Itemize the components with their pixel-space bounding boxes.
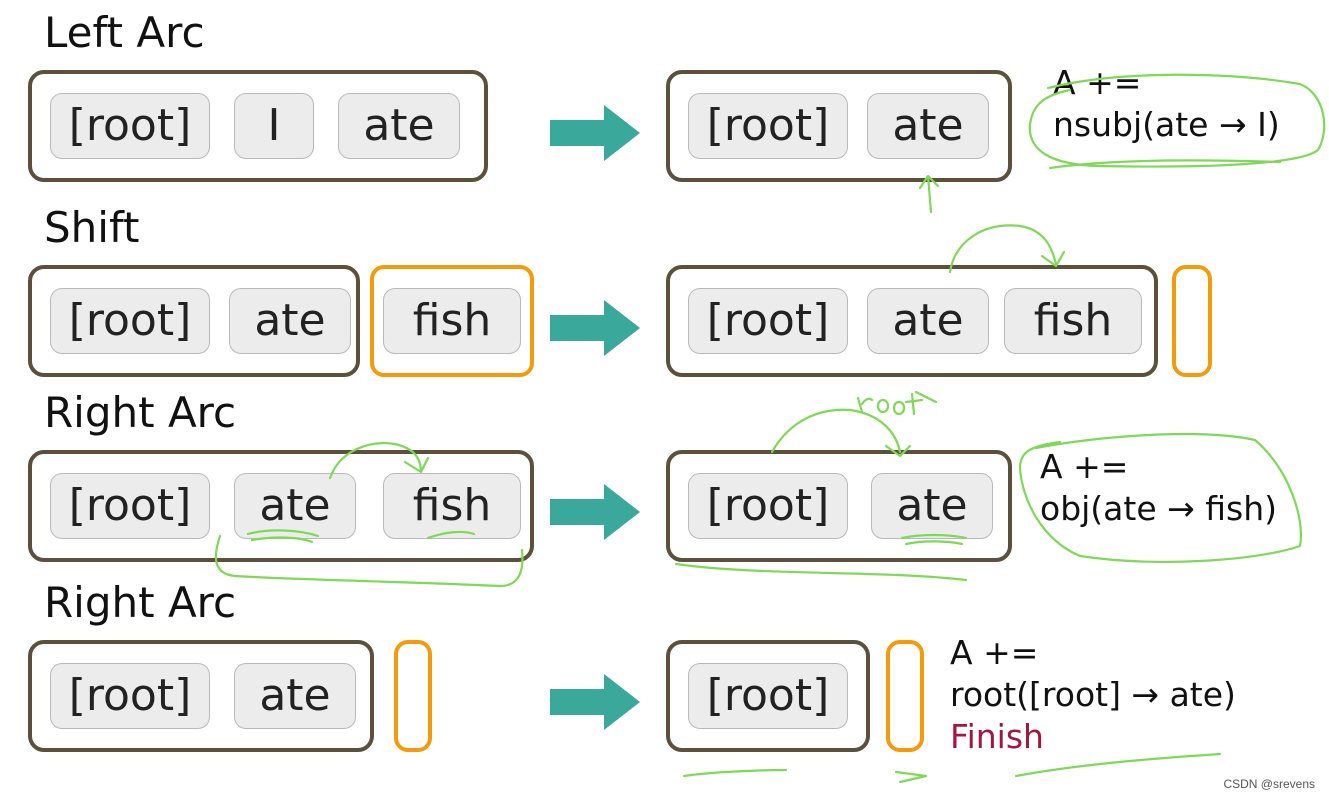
annotation-arrow <box>894 770 928 784</box>
finish-label: Finish <box>950 717 1044 756</box>
arc-label: A += root([root] → ate) Finish <box>950 632 1236 758</box>
token-ate: ate <box>234 473 356 539</box>
annotation-stroke <box>674 562 968 582</box>
transition-arrow-icon <box>550 674 640 730</box>
stack-box <box>28 70 488 182</box>
token-ate: ate <box>234 663 356 729</box>
token-fish: fish <box>1004 288 1142 354</box>
annotation-text-root <box>856 390 938 416</box>
token-ate: ate <box>338 93 460 159</box>
annotation-arc <box>770 408 902 454</box>
stack-box <box>28 640 374 752</box>
transition-arrow-icon <box>550 105 640 161</box>
token-ate: ate <box>867 93 989 159</box>
arc-label-line: root([root] → ate) <box>950 675 1236 714</box>
token-root: [root] <box>50 663 210 729</box>
arc-label-line: A += <box>1053 63 1142 102</box>
token-root: [root] <box>688 473 848 539</box>
token-ate: ate <box>229 288 351 354</box>
token-ate: ate <box>871 473 993 539</box>
buffer-box <box>1172 265 1212 377</box>
section-title-right-arc: Right Arc <box>44 578 237 627</box>
arc-label-line: A += <box>1040 447 1129 486</box>
arc-label: A += nsubj(ate → I) <box>1053 62 1280 146</box>
section-title-left-arc: Left Arc <box>44 8 205 57</box>
token-root: [root] <box>50 288 210 354</box>
stack-box <box>666 70 1012 182</box>
stack-box <box>666 265 1158 377</box>
token-root: [root] <box>688 93 848 159</box>
annotation-arrowhead <box>1040 250 1066 268</box>
arc-label: A += obj(ate → fish) <box>1040 446 1277 530</box>
arc-label-line: A += <box>950 633 1039 672</box>
token-fish: fish <box>383 288 521 354</box>
buffer-box <box>886 640 924 752</box>
token-i: I <box>234 93 314 159</box>
annotation-stroke <box>1048 159 1282 170</box>
transition-arrow-icon <box>550 300 640 356</box>
arc-label-line: nsubj(ate → I) <box>1053 105 1280 144</box>
transition-arrow-icon <box>550 484 640 540</box>
token-root: [root] <box>688 663 848 729</box>
stack-box <box>666 640 870 752</box>
token-root: [root] <box>50 473 210 539</box>
token-root: [root] <box>50 93 210 159</box>
watermark: CSDN @srevens <box>1223 777 1315 791</box>
buffer-box <box>394 640 432 752</box>
token-ate: ate <box>867 288 989 354</box>
buffer-box <box>370 265 534 377</box>
section-title-right-arc: Right Arc <box>44 388 237 437</box>
section-title-shift: Shift <box>44 203 140 252</box>
token-fish: fish <box>383 473 521 539</box>
token-root: [root] <box>688 288 848 354</box>
arc-label-line: obj(ate → fish) <box>1040 489 1278 528</box>
annotation-underline <box>682 768 788 778</box>
stack-box <box>28 265 360 377</box>
